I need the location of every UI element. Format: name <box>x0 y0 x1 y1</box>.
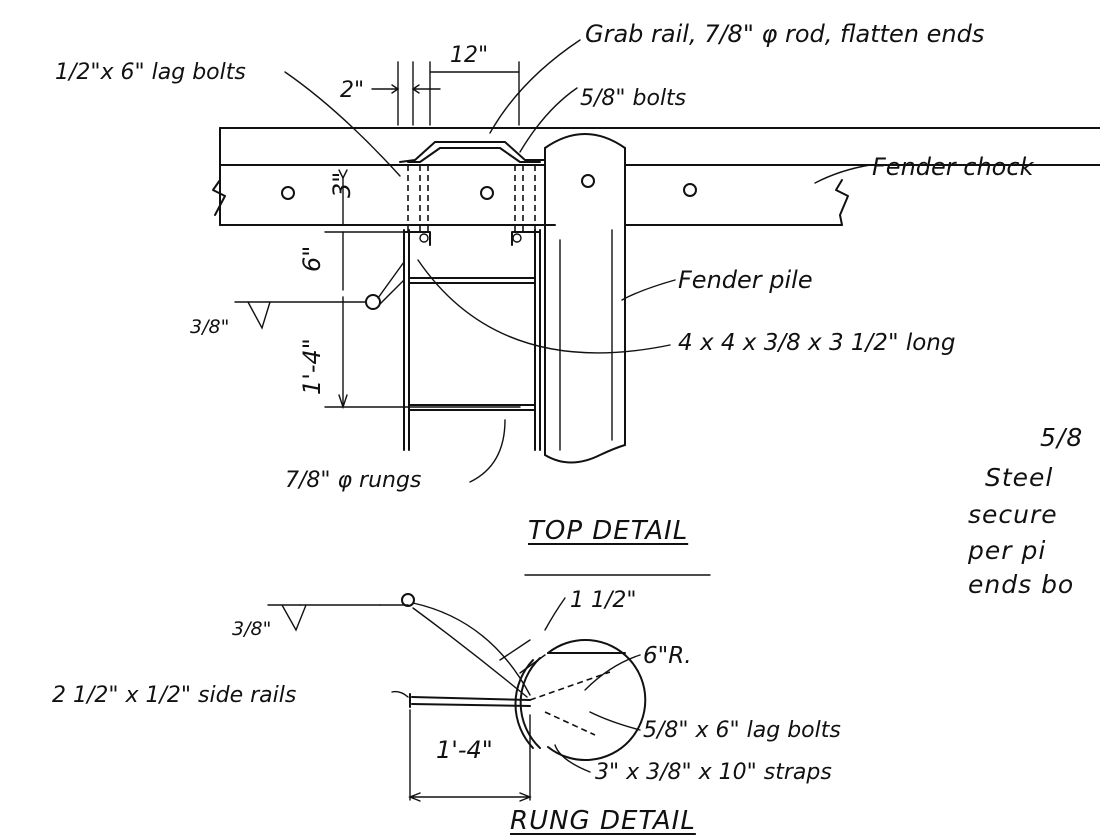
title-top-detail: TOP DETAIL <box>528 516 689 546</box>
label-angle: 4 x 4 x 3/8 x 3 1/2" long <box>678 330 956 356</box>
label-fender-chock: Fender chock <box>872 153 1034 181</box>
label-straps: 3" x 3/8" x 10" straps <box>595 760 832 785</box>
fender-chock-timber <box>212 127 1100 226</box>
bolt-holes <box>281 174 697 200</box>
lag-bolts-hidden <box>407 165 536 232</box>
dimension-lines-top <box>324 61 521 410</box>
label-radius-6in: 6"R. <box>643 643 692 669</box>
fender-pile <box>544 133 626 464</box>
label-weld-top: 3/8" <box>190 316 230 338</box>
ladder <box>403 229 541 451</box>
label-5-8-bolts: 5/8" bolts <box>580 86 687 111</box>
label-dim-1ft4in-rung: 1'-4" <box>436 736 493 764</box>
label-dim-2in: 2" <box>340 78 365 103</box>
leader-lines-top <box>284 39 871 483</box>
label-lag-bolts: 1/2"x 6" lag bolts <box>55 60 246 85</box>
label-dim-6in: 6" <box>298 245 326 272</box>
side-note-line: 5/8 <box>1040 423 1084 452</box>
rung-detail-pile <box>514 639 647 761</box>
side-note-line: per pi <box>968 536 1047 565</box>
rung-detail-dimensions <box>408 597 566 802</box>
weld-symbol-top <box>234 261 405 330</box>
label-dim-1ft4in: 1'-4" <box>298 338 326 395</box>
label-side-rails: 2 1/2" x 1/2" side rails <box>52 683 297 708</box>
title-rung-detail: RUNG DETAIL <box>510 806 696 836</box>
label-fender-pile: Fender pile <box>678 266 813 294</box>
label-dim-12in: 12" <box>450 43 489 68</box>
side-note-line: ends bo <box>968 570 1075 599</box>
label-rungs: 7/8" φ rungs <box>285 468 422 493</box>
side-note-line: secure <box>968 500 1058 529</box>
leader-lines-rung <box>391 654 641 773</box>
label-weld-rung: 3/8" <box>232 618 272 640</box>
label-dim-3in: 3" <box>328 171 356 198</box>
rung-detail-rails <box>267 593 531 708</box>
grab-rail-rod <box>399 141 546 163</box>
label-dim-1-5in: 1 1/2" <box>570 588 637 613</box>
label-grab-rail: Grab rail, 7/8" φ rod, flatten ends <box>585 20 985 48</box>
label-lag-bolts-rung: 5/8" x 6" lag bolts <box>643 718 841 743</box>
side-note-line: Steel <box>985 463 1054 492</box>
